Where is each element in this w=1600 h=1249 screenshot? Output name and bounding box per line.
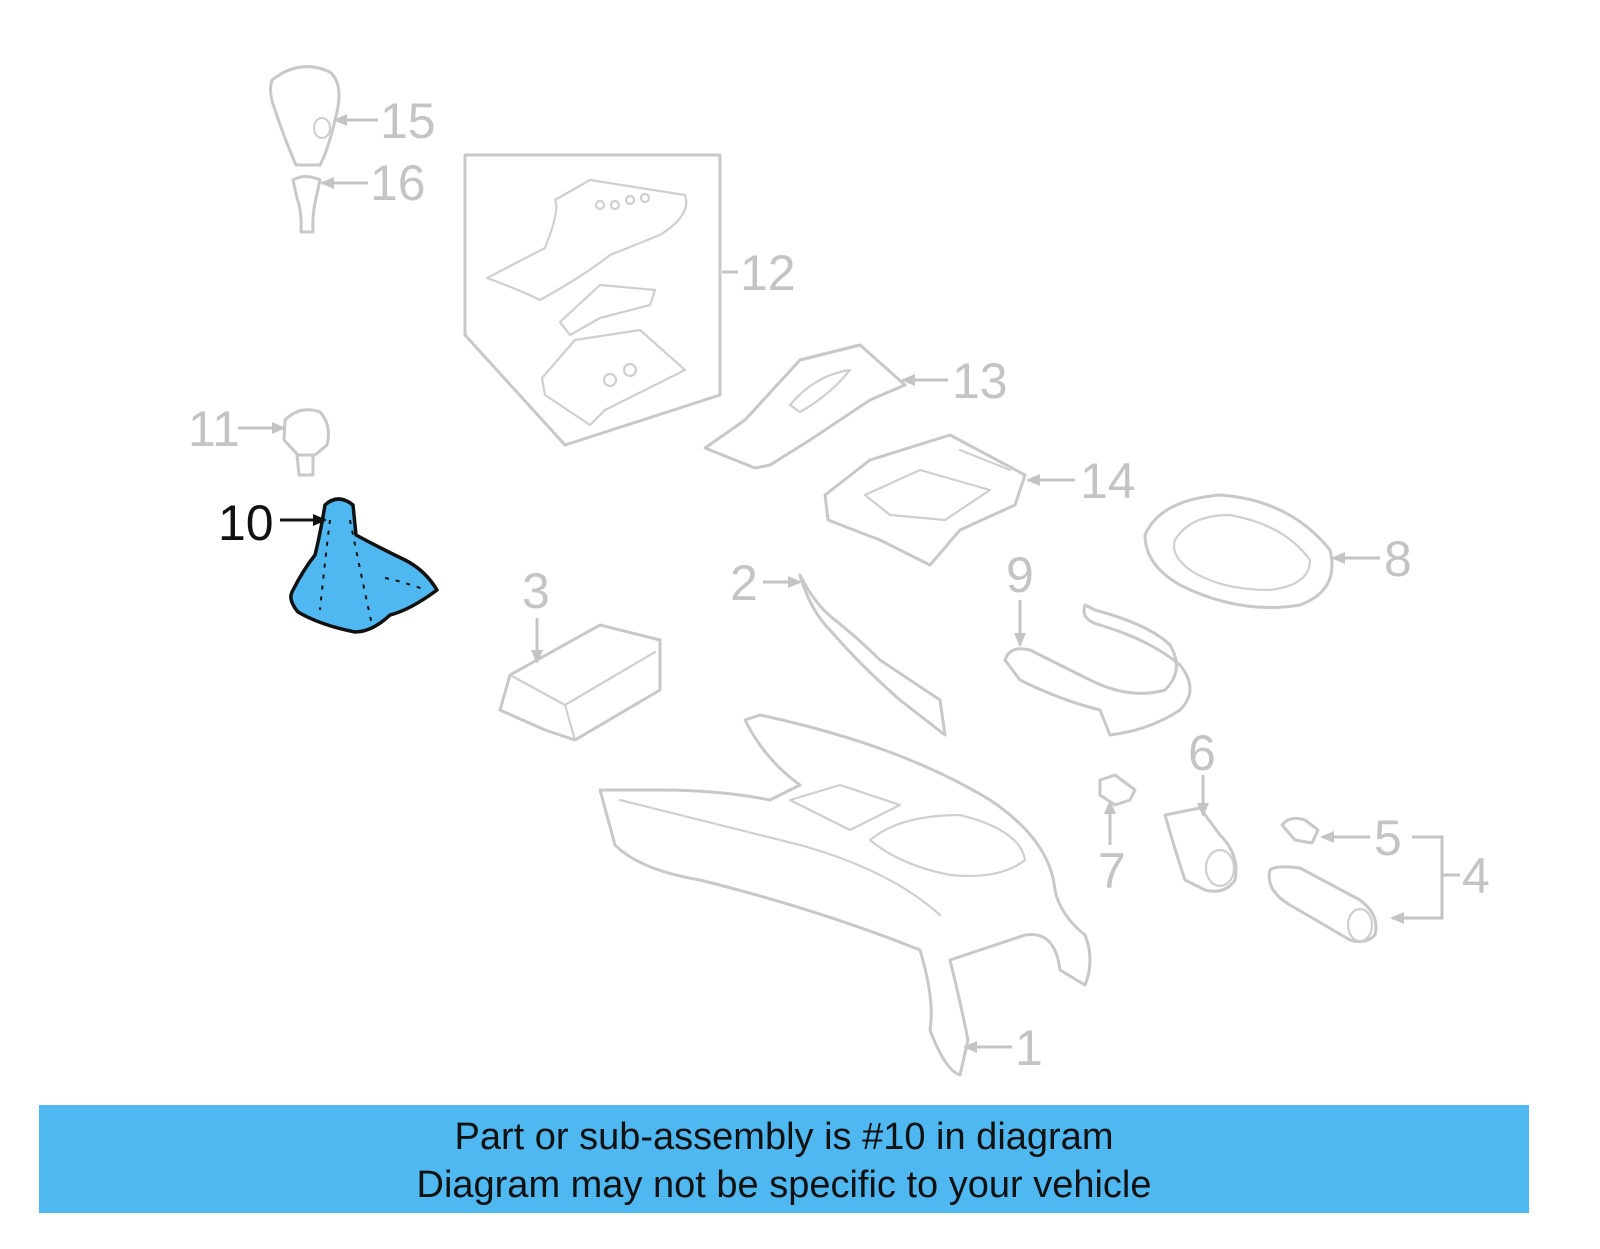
banner-line-1: Part or sub-assembly is #10 in diagram: [454, 1116, 1114, 1158]
svg-text:6: 6: [1188, 725, 1216, 781]
callout-14: 14: [1026, 453, 1136, 509]
callout-13: 13: [901, 353, 1008, 409]
info-banner: Part or sub-assembly is #10 in diagram D…: [39, 1105, 1529, 1213]
svg-text:3: 3: [522, 563, 550, 619]
banner-line-2: Diagram may not be specific to your vehi…: [416, 1164, 1152, 1206]
svg-text:7: 7: [1098, 843, 1126, 899]
part-10-shift-boot[interactable]: [289, 497, 439, 634]
callout-7: 7: [1098, 800, 1126, 899]
part-7-pin[interactable]: [1098, 773, 1137, 807]
callout-1: 1: [963, 1020, 1043, 1076]
callout-16: 16: [320, 155, 426, 211]
svg-text:12: 12: [740, 245, 796, 301]
part-4-lighter[interactable]: [1267, 865, 1378, 944]
part-16-knob-sleeve[interactable]: [291, 175, 322, 234]
part-5-clip[interactable]: [1280, 816, 1320, 845]
callout-5: 5: [1320, 810, 1402, 866]
svg-text:13: 13: [952, 353, 1008, 409]
svg-text:10: 10: [218, 495, 274, 551]
part-2-trim-strip[interactable]: [798, 573, 947, 737]
callout-8: 8: [1331, 531, 1412, 587]
part-6-socket[interactable]: [1163, 806, 1238, 893]
callout-6: 6: [1188, 725, 1216, 817]
svg-text:1: 1: [1015, 1020, 1043, 1076]
part-3-storage-box[interactable]: [498, 623, 662, 742]
callout-10: 10: [218, 495, 327, 551]
callout-15: 15: [333, 93, 436, 149]
svg-text:14: 14: [1080, 453, 1136, 509]
svg-text:9: 9: [1006, 547, 1034, 603]
callout-11: 11: [188, 401, 286, 457]
part-12-shifter-kit[interactable]: [463, 153, 722, 447]
part-1-center-console[interactable]: [598, 713, 1092, 1077]
svg-text:2: 2: [730, 555, 758, 611]
svg-text:8: 8: [1384, 531, 1412, 587]
part-11-gear-knob[interactable]: [282, 408, 330, 477]
part-15-shift-knob[interactable]: [269, 65, 341, 167]
part-14-frame[interactable]: [823, 433, 1027, 567]
callout-9: 9: [1006, 547, 1034, 647]
callout-4: 4: [1390, 835, 1490, 924]
svg-text:4: 4: [1462, 848, 1490, 904]
callout-12: 12: [722, 245, 796, 301]
svg-text:5: 5: [1374, 810, 1402, 866]
svg-text:11: 11: [188, 401, 240, 457]
part-8-bezel[interactable]: [1143, 493, 1334, 609]
svg-text:15: 15: [380, 93, 436, 149]
callout-3: 3: [522, 563, 550, 664]
part-13-bracket[interactable]: [703, 343, 907, 470]
callout-2: 2: [730, 555, 802, 611]
part-9-handle[interactable]: [1003, 603, 1192, 737]
svg-text:16: 16: [370, 155, 426, 211]
